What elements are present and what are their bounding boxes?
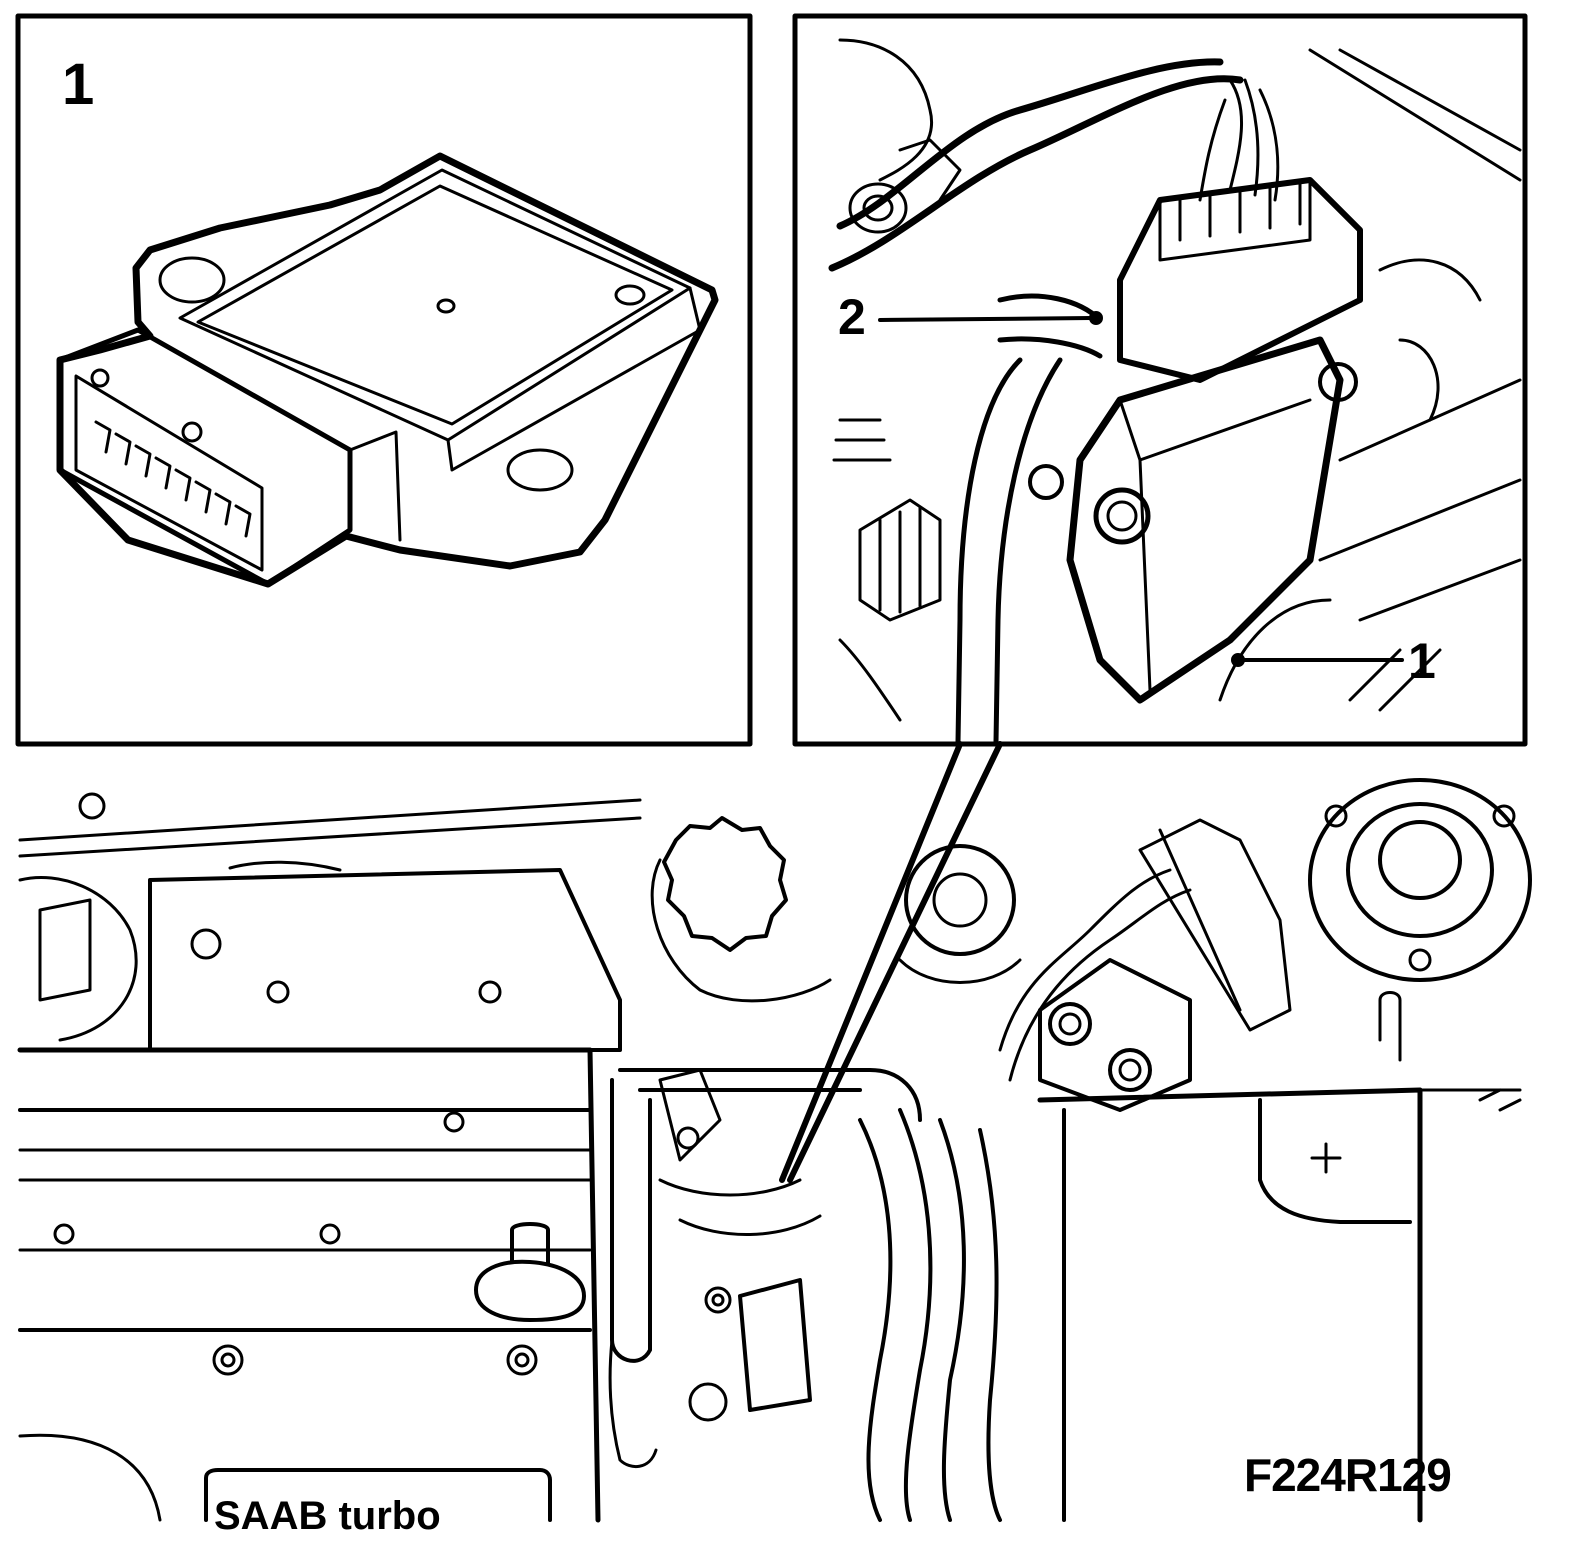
detail-panel-location-frame xyxy=(792,13,1528,747)
saab-turbo-logo: SAAB turbo xyxy=(214,1494,441,1538)
panel-number-label: 1 xyxy=(62,52,95,117)
callout-2-label: 2 xyxy=(838,289,866,345)
ignition-module-drawing xyxy=(56,152,719,588)
figure-code-label: F224R129 xyxy=(1244,1449,1452,1501)
location-pointer xyxy=(779,741,1003,1183)
detail-panel-module-frame xyxy=(15,13,753,747)
engine-bay-drawing xyxy=(17,778,1532,1523)
callout-leaders xyxy=(878,311,1404,667)
callout-1-label: 1 xyxy=(1408,633,1436,689)
mounted-module-drawing xyxy=(828,38,1522,745)
